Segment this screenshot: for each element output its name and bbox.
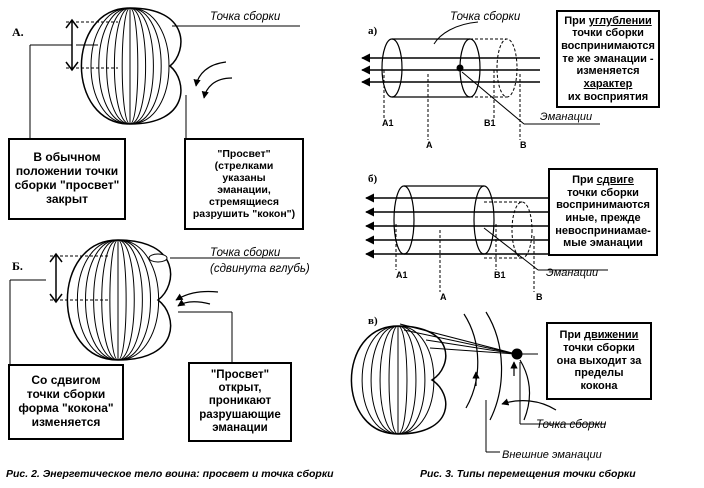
fig3-box-deepening: При углублении точки сборки воспринимают… <box>556 10 660 108</box>
box-line: изменяется <box>576 65 640 78</box>
fig3-emanations-label-a: Эманации <box>540 111 592 123</box>
box-line: кокона <box>580 379 618 392</box>
box-line-keyword: характер <box>583 77 633 90</box>
fig2-box-closed-gap: В обычном положении точки сборки "просве… <box>8 138 126 220</box>
box-line: В обычном <box>33 150 101 165</box>
fig2-box-shifted-cocoon: Со сдвигом точки сборки форма "кокона" и… <box>8 364 124 440</box>
fig2-panel-a-label: А. <box>12 25 24 39</box>
point-label-a1: А1 <box>382 118 394 128</box>
box-line: разрушить "кокон") <box>192 208 296 221</box>
box-line: пределы <box>574 367 624 380</box>
fig2-box-gap-emanations: "Просвет" (стрелками указаны эманации, с… <box>184 138 304 230</box>
fig3-panel-c <box>350 311 606 453</box>
fig2-box-gap-open: "Просвет" открыт, проникают разрушающие … <box>188 362 292 442</box>
box-line: форма "кокона" <box>18 401 114 415</box>
point-label-a-b: А <box>440 292 447 302</box>
box-line: она выходит за <box>556 354 642 367</box>
box-line: эманации, <box>217 184 271 196</box>
fig2-panel-b-label: Б. <box>12 259 23 273</box>
fig3-emanations-label-b: Эманации <box>546 267 598 279</box>
box-heading: При сдвиге <box>572 174 634 187</box>
fig3-caption: Рис. 3. Типы перемещения точки сборки <box>420 468 636 480</box>
box-line: изменяется <box>31 414 101 429</box>
box-line: сборки "просвет" <box>14 178 120 192</box>
box-line: точки сборки <box>563 342 635 355</box>
box-line: Со сдвигом <box>31 373 101 388</box>
box-line: те же эманации - <box>562 52 654 65</box>
box-line: (стрелками <box>214 159 274 172</box>
box-line: воспринимаются <box>556 199 650 212</box>
fig3-panel-b-label: б) <box>368 173 378 185</box>
fig2-panel-b-cocoon <box>9 239 300 366</box>
fig3-box-movement: При движении точки сборки она выходит за… <box>546 322 652 400</box>
fig3-assemblage-point-label: Точка сборки <box>450 11 521 23</box>
fig2-assemblage-point-shifted-note: (сдвинута вглубь) <box>210 263 310 275</box>
box-line: "Просвет" <box>217 147 271 160</box>
box-line: указаны <box>222 171 266 184</box>
fig3-point-label-c: Точка сборки <box>536 419 607 431</box>
point-label-b1-b: В1 <box>494 270 506 280</box>
point-label-b: В <box>520 140 527 150</box>
box-line: эманации <box>212 421 268 434</box>
box-line: иные, прежде <box>565 212 641 224</box>
fig2-panel-a-cocoon <box>29 7 300 138</box>
fig3-panel-a <box>361 21 600 140</box>
box-line: мые эманации <box>563 237 643 250</box>
box-heading: При углублении <box>564 14 652 27</box>
box-heading: При движении <box>559 329 639 342</box>
point-label-b-b: В <box>536 292 543 302</box>
box-line: разрушающие <box>199 408 281 421</box>
box-line: их восприятия <box>567 90 649 103</box>
box-line: закрыт <box>46 191 88 206</box>
box-line: невосприниамае- <box>555 224 651 237</box>
point-label-a: А <box>426 140 433 150</box>
point-label-a1-b: А1 <box>396 270 408 280</box>
box-line: положении точки <box>15 164 119 179</box>
box-line: воспринимаются <box>561 40 655 53</box>
fig2-assemblage-point-label-b: Точка сборки <box>210 247 281 259</box>
box-line: проникают <box>208 395 272 408</box>
fig3-panel-a-label: а) <box>368 25 378 37</box>
fig3-box-shift: При сдвиге точки сборки воспринимаются и… <box>548 168 658 256</box>
fig3-panel-c-label: в) <box>368 315 378 327</box>
cocoon-sphere-shifted <box>66 239 172 361</box>
fig3-panel-b <box>365 185 608 292</box>
box-line: точки сборки <box>572 27 644 40</box>
box-line: стремящиеся <box>209 196 279 209</box>
box-line: точки сборки <box>26 387 106 402</box>
fig2-assemblage-point-label-a: Точка сборки <box>210 11 281 23</box>
point-label-b1: В1 <box>484 118 496 128</box>
box-line: точки сборки <box>567 186 639 199</box>
box-line: открыт, <box>218 382 262 395</box>
box-line: "Просвет" <box>210 368 270 381</box>
fig3-external-emanations-label: Внешние эманации <box>502 449 602 461</box>
fig2-caption: Рис. 2. Энергетическое тело воина: просв… <box>6 468 334 480</box>
cocoon-sphere <box>80 7 182 125</box>
